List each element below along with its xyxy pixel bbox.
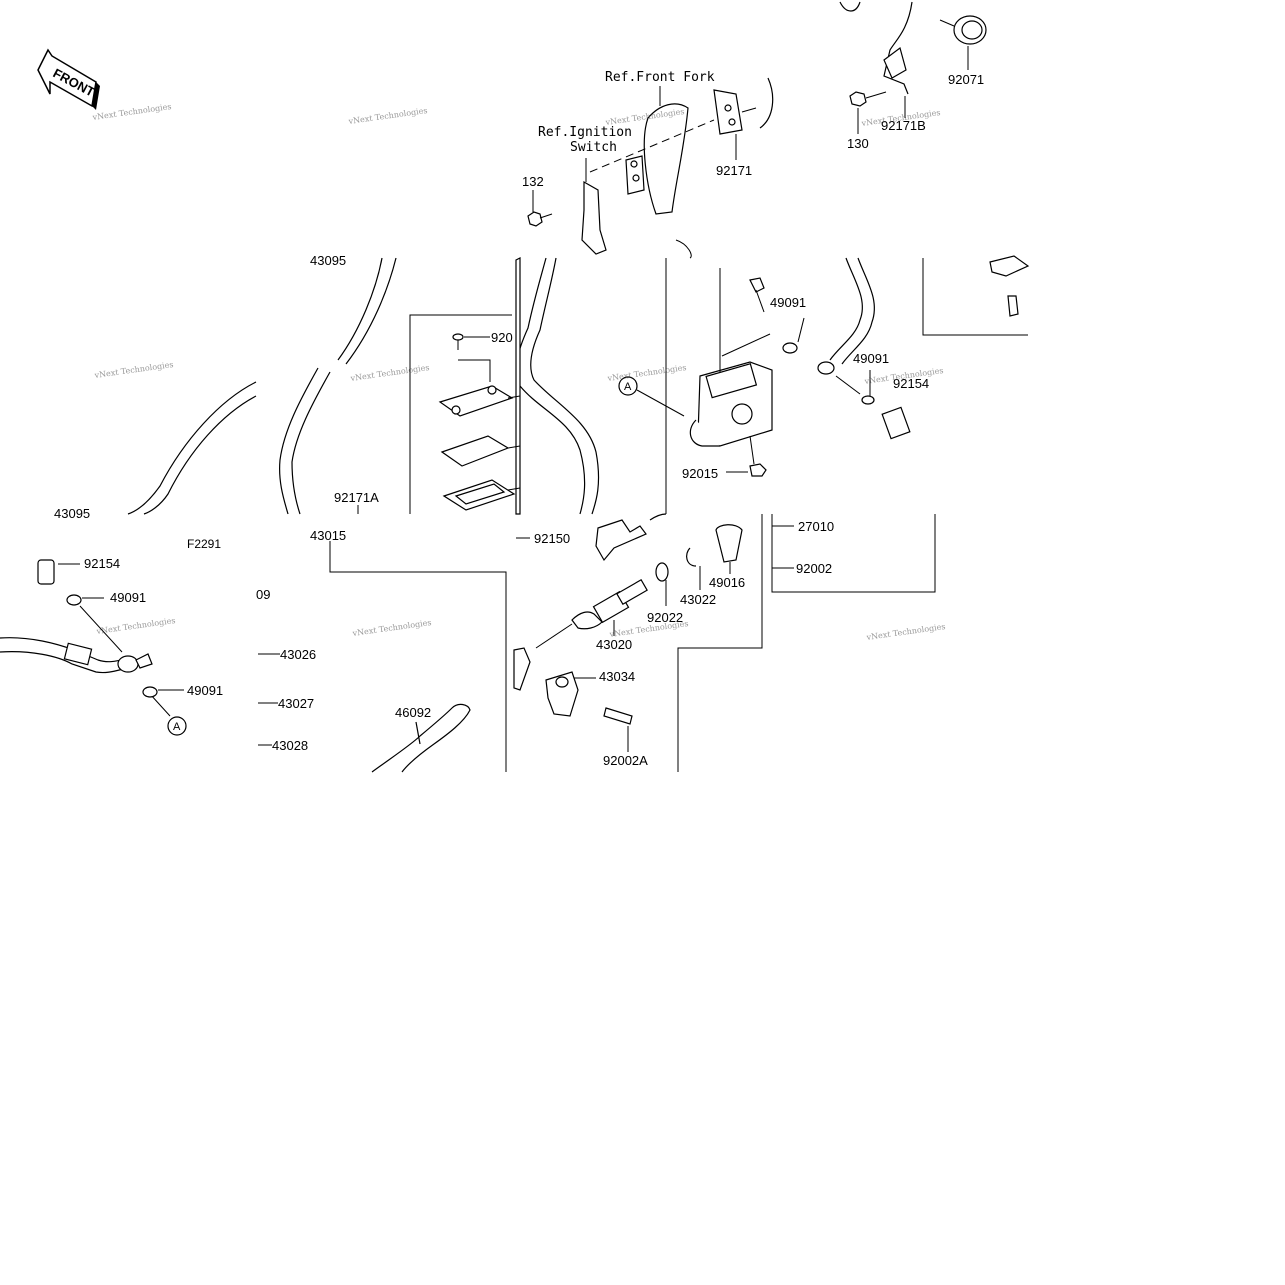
svg-text:vNext Technologies: vNext Technologies <box>351 618 432 638</box>
part-label: 92002 <box>796 561 832 576</box>
part-label: 43034 <box>599 669 635 684</box>
screw-icon <box>452 333 464 350</box>
part-label: 92171A <box>334 490 379 505</box>
brake-switch-icon <box>989 255 1030 317</box>
lower-left-hose-fittings <box>0 559 184 698</box>
part-label: 46092 <box>395 705 431 720</box>
part-label: 49091 <box>187 683 223 698</box>
ref-ignition-label-line1: Ref.Ignition <box>538 125 632 140</box>
part-label: 43026 <box>280 647 316 662</box>
part-label: 92171B <box>881 118 926 133</box>
part-label: 09 <box>256 587 270 602</box>
part-label: 92154 <box>84 556 120 571</box>
ref-ignition-label-line2: Switch <box>570 140 617 155</box>
master-cylinder <box>675 239 911 477</box>
banjo-bolt-92154-icon <box>37 559 55 585</box>
svg-text:vNext Technologies: vNext Technologies <box>93 360 174 380</box>
svg-text:vNext Technologies: vNext Technologies <box>865 622 946 642</box>
part-label: 43027 <box>278 696 314 711</box>
svg-text:vNext Technologies: vNext Technologies <box>349 363 430 383</box>
part-label: 920 <box>491 330 513 345</box>
bolt-132-icon <box>527 211 553 227</box>
part-label: 92022 <box>647 610 683 625</box>
part-number-labels: 92071 130 92171B 92171 132 43095 920 490… <box>54 72 984 768</box>
part-label: 43028 <box>272 738 308 753</box>
reservoir-stack <box>438 333 521 511</box>
part-label: 49016 <box>709 575 745 590</box>
part-label: 92071 <box>948 72 984 87</box>
lever-46092 <box>371 703 471 773</box>
bolt-49091-icon <box>749 277 765 313</box>
part-label: 92150 <box>534 531 570 546</box>
part-label: 43020 <box>596 637 632 652</box>
bolt-130-icon <box>849 91 887 107</box>
bottom-left-leaders <box>258 653 280 746</box>
part-label: 49091 <box>110 590 146 605</box>
svg-text:vNext Technologies: vNext Technologies <box>95 616 176 636</box>
svg-text:vNext Technologies: vNext Technologies <box>606 363 687 383</box>
part-label: 92002A <box>603 753 648 768</box>
front-fork-reference-area <box>589 77 774 215</box>
part-label: 43022 <box>680 592 716 607</box>
part-label: 27010 <box>798 519 834 534</box>
svg-text:vNext Technologies: vNext Technologies <box>347 106 428 126</box>
part-label: 92171 <box>716 163 752 178</box>
section-frames <box>329 258 1028 772</box>
part-label: 49091 <box>770 295 806 310</box>
brake-hoses <box>127 257 875 515</box>
part-label: 43095 <box>310 253 346 268</box>
banjo-bolt-icon <box>881 406 911 440</box>
upper-bracket-assembly <box>839 1 987 134</box>
piston-assembly <box>513 513 794 752</box>
reference-labels: Ref.Front Fork Ref.Ignition Switch <box>538 70 715 155</box>
figure-code: F2291 <box>187 537 221 551</box>
part-label: 49091 <box>853 351 889 366</box>
ref-front-fork-label: Ref.Front Fork <box>605 70 715 85</box>
part-label: 130 <box>847 136 869 151</box>
svg-text:A: A <box>173 721 181 733</box>
front-arrow-icon: FRONT <box>37 48 100 110</box>
part-label: 132 <box>522 174 544 189</box>
callout-a-lower: A <box>149 693 187 736</box>
callout-a-upper: A <box>618 376 685 417</box>
part-label: 43095 <box>54 506 90 521</box>
part-label: 92015 <box>682 466 718 481</box>
part-label: 43015 <box>310 528 346 543</box>
svg-text:vNext Technologies: vNext Technologies <box>91 102 172 122</box>
rubber-boot-icon <box>939 15 987 45</box>
part-label: 92154 <box>893 376 929 391</box>
ignition-bracket <box>527 158 607 255</box>
svg-text:A: A <box>624 381 632 393</box>
